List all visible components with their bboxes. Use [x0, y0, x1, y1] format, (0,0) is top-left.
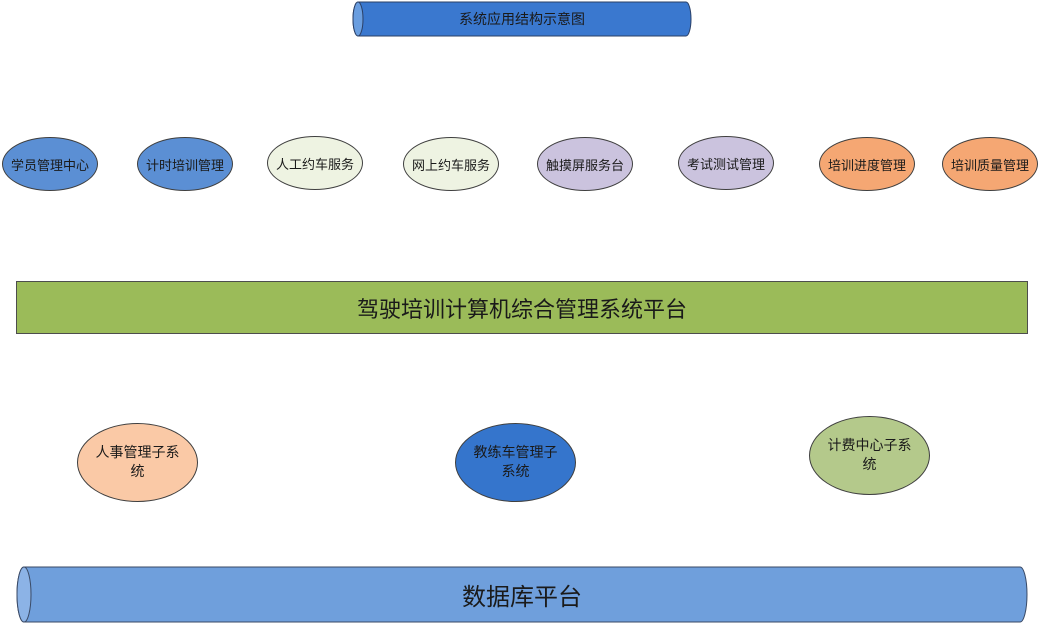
- subsystem-coach-car: 教练车管理子系统: [455, 423, 576, 502]
- service-quality-management: 培训质量管理: [942, 137, 1038, 191]
- service-label: 网上约车服务: [411, 158, 490, 174]
- database-cylinder-shape: [16, 566, 1028, 623]
- subsystem-label: 计费中心子系统: [827, 437, 912, 473]
- service-label: 计时培训管理: [145, 158, 224, 174]
- management-platform-bar: 驾驶培训计算机综合管理系统平台: [16, 281, 1028, 334]
- service-label: 培训进度管理: [827, 158, 906, 174]
- service-label: 触摸屏服务台: [545, 158, 624, 174]
- service-student-management: 学员管理中心: [2, 137, 98, 191]
- subsystem-label: 教练车管理子系统: [473, 444, 558, 480]
- subsystem-billing: 计费中心子系统: [809, 416, 930, 495]
- service-online-booking: 网上约车服务: [403, 137, 499, 191]
- database-platform-cylinder: 数据库平台: [16, 566, 1028, 623]
- service-label: 培训质量管理: [950, 158, 1029, 174]
- service-exam-management: 考试测试管理: [678, 136, 774, 190]
- diagram-title: 系统应用结构示意图: [459, 12, 585, 28]
- platform-label: 驾驶培训计算机综合管理系统平台: [356, 297, 687, 323]
- diagram-title-cylinder: 系统应用结构示意图: [352, 1, 692, 37]
- database-label: 数据库平台: [462, 583, 582, 611]
- subsystem-label: 人事管理子系统: [95, 444, 180, 480]
- service-progress-management: 培训进度管理: [819, 137, 915, 191]
- service-label: 学员管理中心: [10, 158, 89, 174]
- service-touchscreen-desk: 触摸屏服务台: [537, 137, 633, 191]
- subsystem-hr: 人事管理子系统: [77, 423, 198, 502]
- service-label: 人工约车服务: [275, 157, 354, 173]
- title-cylinder-shape: [352, 1, 692, 37]
- service-label: 考试测试管理: [686, 157, 765, 173]
- service-timed-training: 计时培训管理: [137, 137, 233, 191]
- service-manual-booking: 人工约车服务: [267, 136, 363, 190]
